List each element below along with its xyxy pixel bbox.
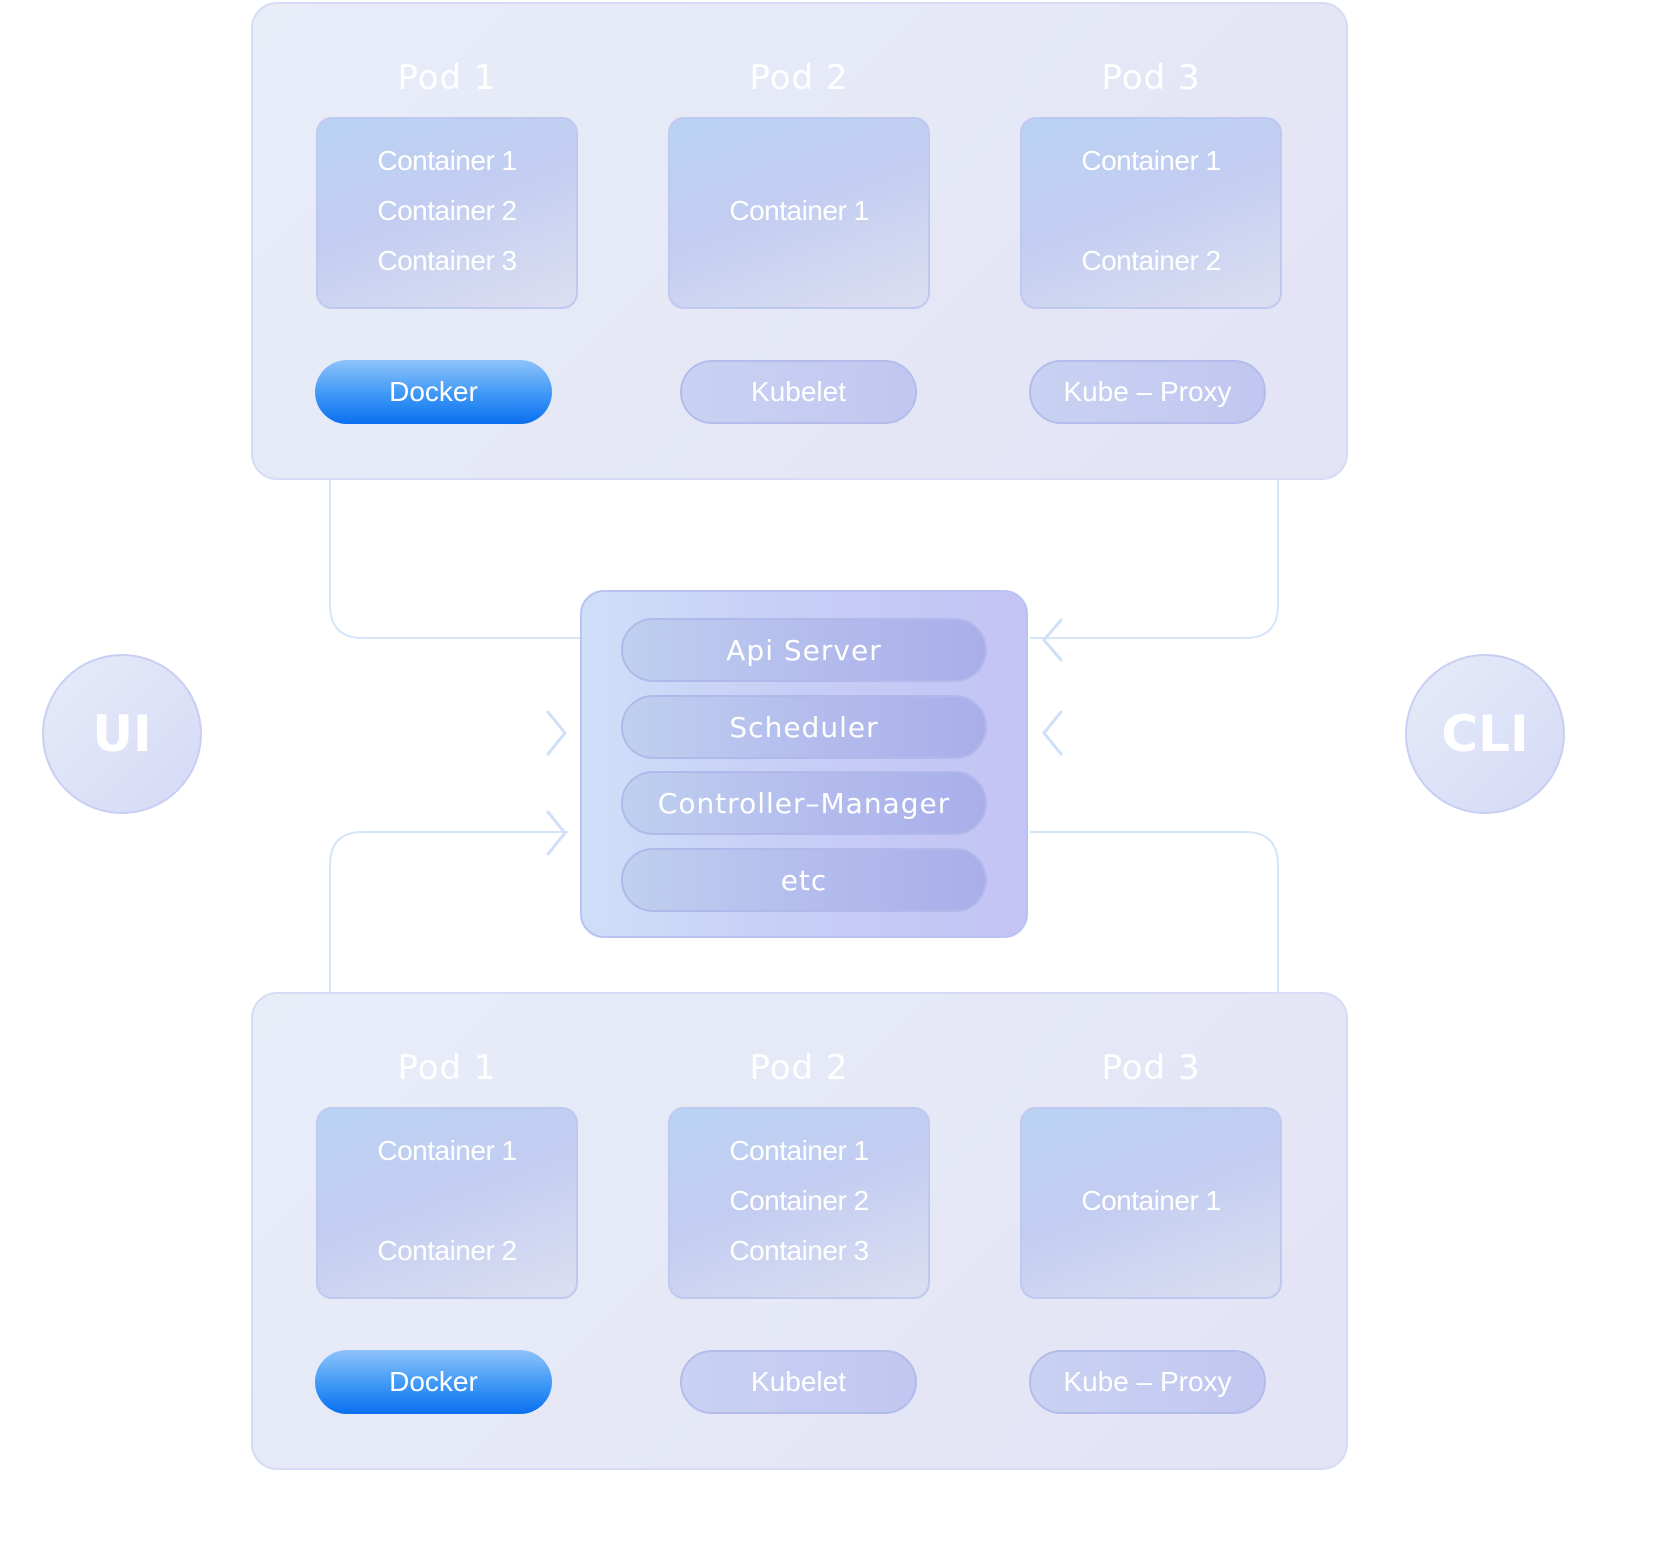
connector-bottom-left	[329, 831, 568, 993]
cli-client-label: CLI	[1441, 705, 1529, 763]
controller-manager-pill: Controller–Manager	[621, 771, 987, 835]
container-label: Container 3	[377, 245, 517, 276]
container-label: Container 2	[1081, 245, 1221, 276]
container-label: Container 1	[1081, 1185, 1221, 1216]
pod-box: Container 1 Container 2	[316, 1107, 578, 1299]
container-label: Container 1	[1081, 145, 1221, 176]
container-label: Container 2	[729, 1185, 869, 1216]
api-server-pill: Api Server	[621, 618, 987, 682]
container-label: Container 3	[729, 1235, 869, 1266]
docker-pill: Docker	[315, 360, 552, 424]
pod-box: Container 1 Container 2	[1020, 117, 1282, 309]
pod-box: Container 1	[1020, 1107, 1282, 1299]
container-label: Container 2	[377, 1235, 517, 1266]
connector-top-left	[329, 478, 580, 639]
arrow-bottom-left-in	[546, 810, 567, 856]
arrow-ui-in	[546, 710, 567, 756]
pod-title: Pod 2	[749, 58, 849, 98]
container-label: Container 1	[729, 1135, 869, 1166]
cli-client: CLI	[1405, 654, 1565, 814]
docker-pill: Docker	[315, 1350, 552, 1414]
pod-title: Pod 2	[749, 1048, 849, 1088]
arrow-cli-in	[1042, 710, 1063, 756]
pod-title: Pod 1	[397, 58, 497, 98]
pod-title: Pod 1	[397, 1048, 497, 1088]
arrow-top-right-in	[1042, 618, 1063, 662]
container-label: Container 2	[377, 195, 517, 226]
kubelet-pill: Kubelet	[680, 1350, 917, 1414]
container-label: Container 1	[729, 195, 869, 226]
ui-client: UI	[42, 654, 202, 814]
ui-client-label: UI	[92, 705, 152, 763]
kube-proxy-pill: Kube – Proxy	[1029, 360, 1266, 424]
kubelet-pill: Kubelet	[680, 360, 917, 424]
container-label: Container 1	[377, 1135, 517, 1166]
connector-top-right	[1030, 478, 1279, 639]
pod-title: Pod 3	[1101, 58, 1201, 98]
etc-pill: etc	[621, 848, 987, 912]
pod-title: Pod 3	[1101, 1048, 1201, 1088]
pod-box: Container 1	[668, 117, 930, 309]
scheduler-pill: Scheduler	[621, 695, 987, 759]
connector-bottom-right	[1030, 831, 1279, 993]
pod-box: Container 1 Container 2 Container 3	[668, 1107, 930, 1299]
kube-proxy-pill: Kube – Proxy	[1029, 1350, 1266, 1414]
container-label: Container 1	[377, 145, 517, 176]
pod-box: Container 1 Container 2 Container 3	[316, 117, 578, 309]
